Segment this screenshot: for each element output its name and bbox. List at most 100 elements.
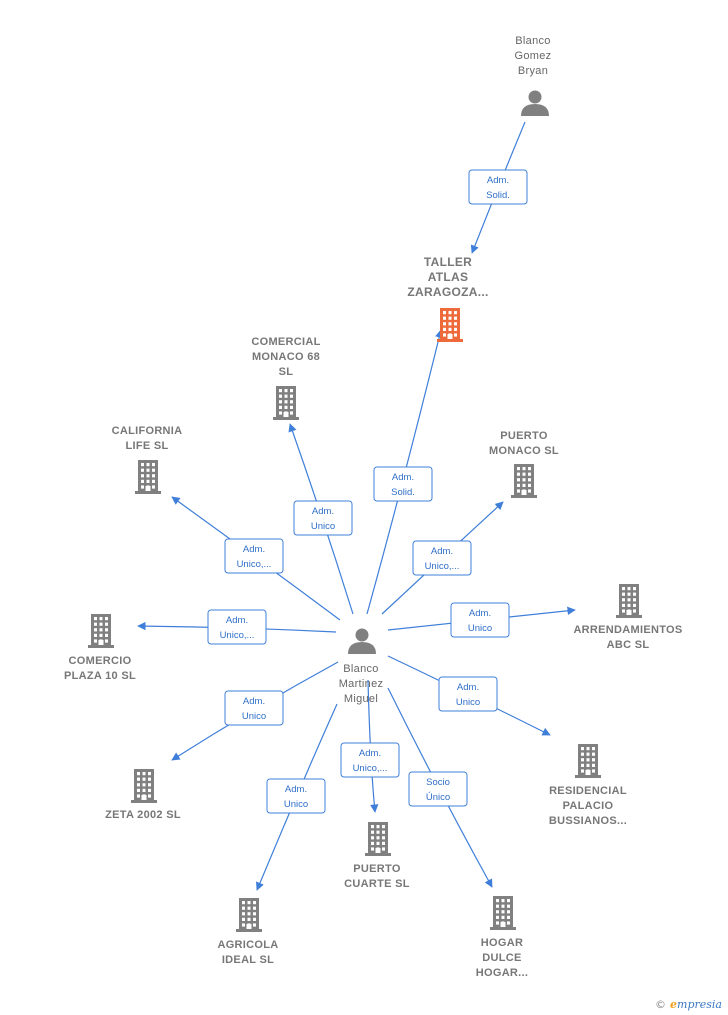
- relation-badge[interactable]: Adm. Unico: [450, 602, 510, 638]
- node-agricola[interactable]: AGRICOLA IDEAL SL: [217, 898, 278, 966]
- brand-initial: e: [670, 998, 678, 1011]
- building-icon: [616, 584, 642, 618]
- building-icon: [273, 386, 299, 420]
- node-label-line: MONACO SL: [489, 445, 559, 457]
- node-label-line: MONACO 68: [252, 351, 320, 363]
- relation-label-line: Unico: [311, 521, 335, 532]
- relation-label-line: Unico,...: [425, 561, 460, 572]
- relation-badge-box: [450, 602, 510, 638]
- person-icon: [521, 90, 549, 116]
- node-label-line: CUARTE SL: [344, 878, 410, 890]
- relation-badge[interactable]: Adm. Solid.: [468, 169, 528, 205]
- relation-badge-box: [224, 538, 284, 574]
- relation-badge[interactable]: Adm. Solid.: [373, 466, 433, 502]
- relation-badge[interactable]: Adm. Unico: [293, 500, 353, 536]
- node-label-line: ZARAGOZA...: [407, 285, 488, 299]
- relation-label-line: Solid.: [486, 190, 510, 201]
- relation-label-line: Unico: [468, 623, 492, 634]
- nodes-layer: BlancoGomezBryanTALLERATLASZARAGOZA...Bl…: [64, 35, 682, 979]
- node-label-line: HOGAR: [481, 937, 523, 949]
- node-label-line: PUERTO: [500, 430, 548, 442]
- relation-badge-box: [293, 500, 353, 536]
- building-icon: [135, 460, 161, 494]
- relation-label-line: Adm.: [243, 544, 265, 555]
- node-label-line: ZETA 2002 SL: [105, 809, 181, 821]
- node-label-line: DULCE: [482, 952, 521, 964]
- node-label-line: IDEAL SL: [222, 954, 274, 966]
- node-comercial_monaco[interactable]: COMERCIAL MONACO 68 SL: [251, 336, 320, 420]
- relation-label-line: Adm.: [285, 784, 307, 795]
- node-label-line: Miguel: [344, 693, 378, 705]
- relation-label-line: Adm.: [392, 472, 414, 483]
- relation-badge[interactable]: Adm.Unico,...: [207, 609, 267, 645]
- empresia-brand[interactable]: ©empresia: [655, 998, 722, 1011]
- relation-label-line: Unico: [284, 799, 308, 810]
- relation-badge-box: [408, 771, 468, 807]
- node-arrendamientos[interactable]: ARRENDAMIENTOS ABC SL: [573, 584, 682, 651]
- node-label-line: Martinez: [339, 678, 384, 690]
- relation-label-line: Adm.: [469, 608, 491, 619]
- relation-badge-box: [340, 742, 400, 778]
- relation-label-line: Unico: [456, 697, 480, 708]
- node-label-line: ATLAS: [428, 270, 469, 284]
- relation-badge[interactable]: Adm.Unico,...: [224, 538, 284, 574]
- relation-badge[interactable]: Adm. Unico: [438, 676, 498, 712]
- node-label-line: Gomez: [515, 50, 552, 62]
- building-icon: [365, 822, 391, 856]
- node-puerto_cuarte[interactable]: PUERTO CUARTE SL: [344, 822, 410, 890]
- badges-layer: Adm.Solid.Adm.Solid.Adm.UnicoAdm.Unico,.…: [207, 169, 528, 814]
- relation-label-line: Unico: [242, 711, 266, 722]
- relation-badge[interactable]: Adm. Unico,...: [340, 742, 400, 778]
- building-icon: [437, 308, 463, 342]
- node-taller[interactable]: TALLERATLASZARAGOZA...: [407, 255, 488, 342]
- node-label-line: LIFE SL: [125, 440, 168, 452]
- node-label-line: SL: [279, 366, 294, 378]
- person-icon: [348, 628, 376, 654]
- relation-label-line: Unico,...: [353, 763, 388, 774]
- relation-badge[interactable]: Adm. Unico: [224, 690, 284, 726]
- relation-badge-box: [438, 676, 498, 712]
- node-comercio_plaza[interactable]: COMERCIO PLAZA 10 SL: [64, 614, 136, 682]
- copyright-symbol: ©: [655, 998, 667, 1011]
- relation-badge-box: [412, 540, 472, 576]
- node-puerto_monaco[interactable]: PUERTO MONACO SL: [489, 430, 559, 498]
- relation-badge-box: [468, 169, 528, 205]
- relation-label-line: Solid.: [391, 487, 415, 498]
- building-icon: [88, 614, 114, 648]
- building-icon: [511, 464, 537, 498]
- relation-label-line: Adm.: [312, 506, 334, 517]
- node-label-line: PALACIO: [563, 800, 614, 812]
- node-california[interactable]: CALIFORNIA LIFE SL: [112, 425, 183, 494]
- node-label-line: PLAZA 10 SL: [64, 670, 136, 682]
- relation-badge-box: [207, 609, 267, 645]
- node-label-line: CALIFORNIA: [112, 425, 183, 437]
- relation-label-line: Socio: [426, 777, 450, 788]
- node-label-line: RESIDENCIAL: [549, 785, 627, 797]
- node-label-line: ARRENDAMIENTOS: [573, 624, 682, 636]
- node-residencial[interactable]: RESIDENCIALPALACIOBUSSIANOS...: [549, 744, 627, 827]
- node-zeta[interactable]: ZETA 2002 SL: [105, 769, 181, 821]
- node-label-line: TALLER: [424, 255, 472, 269]
- relation-badge[interactable]: Adm. Unico,...: [412, 540, 472, 576]
- relation-label-line: Adm.: [359, 748, 381, 759]
- relation-label-line: Adm.: [487, 175, 509, 186]
- node-hogar[interactable]: HOGARDULCEHOGAR...: [476, 896, 529, 979]
- relation-badge-box: [266, 778, 326, 814]
- node-label-line: COMERCIAL: [251, 336, 320, 348]
- relation-badge-box: [224, 690, 284, 726]
- node-label-line: AGRICOLA: [217, 939, 278, 951]
- relation-label-line: Adm.: [457, 682, 479, 693]
- relation-label-line: Adm.: [243, 696, 265, 707]
- relation-label-line: Adm.: [431, 546, 453, 557]
- node-label-line: Bryan: [518, 65, 548, 77]
- relation-label-line: Único: [426, 792, 450, 803]
- relation-label-line: Unico,...: [220, 630, 255, 641]
- node-label-line: PUERTO: [353, 863, 401, 875]
- node-label-line: COMERCIO: [69, 655, 132, 667]
- node-label-line: ABC SL: [607, 639, 650, 651]
- relation-badge[interactable]: Adm. Unico: [266, 778, 326, 814]
